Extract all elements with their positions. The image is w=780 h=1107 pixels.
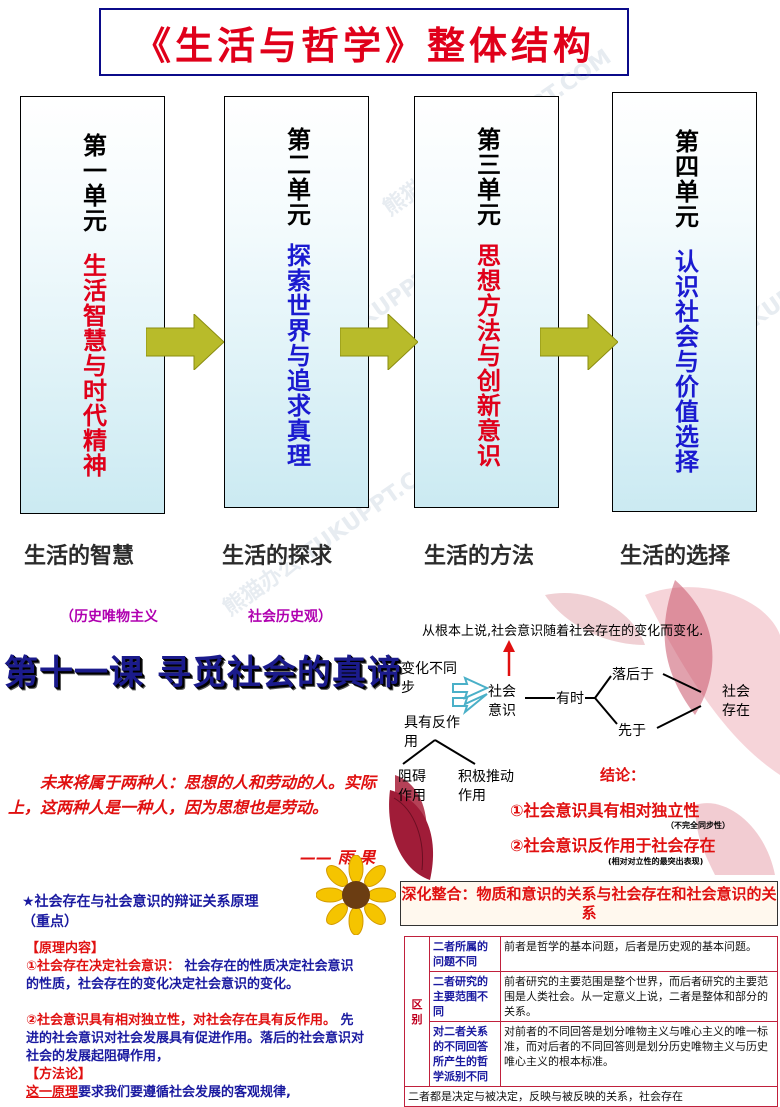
- row-key: 二者研究的主要范围不同: [429, 971, 501, 1022]
- unit-name: 思想方法与创新意识: [472, 243, 501, 468]
- principle-heading: ★社会存在与社会意识的辩证关系原理: [22, 894, 259, 910]
- diagram-hinder: 阻碍作用: [398, 769, 426, 804]
- unit-number: 第一单元: [78, 133, 107, 233]
- diagram-ahead: 先于: [618, 723, 646, 739]
- unit-number: 第二单元: [282, 127, 311, 227]
- right-arrow-icon: [540, 314, 618, 370]
- row-value: 对前者的不同回答是划分唯物主义与唯心主义的唯一标准，而对后者的不同回答则是划分历…: [500, 1021, 778, 1087]
- diagram-top-text: 从根本上说,社会意识随着社会存在的变化而变化.: [422, 624, 704, 639]
- diagram-not-sync: 变化不同步: [401, 661, 457, 696]
- diagram-promote: 积极推动作用: [458, 769, 514, 804]
- comparison-table: 区别 二者所属的问题不同 前者是哲学的基本问题，后者是历史观的基本问题。 二者研…: [404, 936, 778, 1107]
- conclusion-1: ①社会意识具有相对独立性: [510, 801, 700, 820]
- table-row: 区别 二者所属的问题不同 前者是哲学的基本问题，后者是历史观的基本问题。: [404, 936, 778, 1087]
- unit-card-2: 第二单元 探索世界与追求真理: [224, 96, 369, 508]
- principle-method-label: 【方法论】: [26, 1067, 92, 1082]
- principle-method: 这一原理要求我们要遵循社会发展的客观规律,: [26, 1084, 386, 1102]
- row-value: 前者研究的主要范围是整个世界，而后者研究的主要范围是人类社会。从一定意义上说，二…: [500, 971, 778, 1022]
- unit-caption: 生活的智慧: [24, 544, 135, 569]
- right-arrow-icon: [340, 314, 418, 370]
- diagram-existence: 社会存在: [722, 684, 750, 719]
- dark-petal-decoration: [389, 790, 434, 880]
- lesson-title: 第十一课 寻觅社会的真谛: [4, 653, 402, 693]
- conclusion-1-note: （不完全同步性）: [666, 821, 730, 830]
- unit-name: 认识社会与价值选择: [670, 249, 699, 474]
- principle-method-body: 要求我们要遵循社会发展的客观规律,: [78, 1085, 291, 1100]
- table-row: 对二者关系的不同回答所产生的哲学派别不同 对前者的不同回答是划分唯物主义与唯心主…: [405, 1021, 778, 1087]
- unit-caption: 生活的选择: [620, 544, 731, 569]
- principle-point-1-head: ①社会存在决定社会意识：: [26, 959, 181, 974]
- conclusion-label: 结论：: [600, 766, 646, 784]
- principle-point-1-body: 社会存在的性质决定社会意识的性质，社会存在的变化决定社会意识的变化。: [26, 959, 354, 992]
- label-historical-materialism: （历史唯物主义: [60, 609, 158, 625]
- label-social-history-view: 社会历史观）: [248, 609, 332, 625]
- principle-point-1: ①社会存在决定社会意识： 社会存在的性质决定社会意识的性质，社会存在的变化决定社…: [26, 958, 366, 994]
- page-title: 《生活与哲学》整体结构: [99, 8, 629, 76]
- row-key: 二者所属的问题不同: [429, 936, 501, 972]
- row-value: 前者是哲学的基本问题，后者是历史观的基本问题。: [500, 936, 778, 972]
- principle-method-head: 这一原理: [26, 1085, 79, 1100]
- unit-card-1: 第一单元 生活智慧与时代精神: [20, 96, 165, 514]
- sunflower-icon: [316, 855, 396, 935]
- unit-caption: 生活的探求: [222, 544, 333, 569]
- table-row: 二者研究的主要范围不同 前者研究的主要范围是整个世界，而后者研究的主要范围是人类…: [405, 971, 778, 1022]
- principle-key-label: （重点）: [22, 914, 78, 930]
- principle-content-label: 【原理内容】: [26, 941, 105, 956]
- diagram-lines: [402, 640, 702, 765]
- unit-number: 第四单元: [670, 129, 699, 229]
- unit-number: 第三单元: [472, 127, 501, 227]
- row-key: 对二者关系的不同回答所产生的哲学派别不同: [429, 1021, 501, 1087]
- unit-name: 探索世界与追求真理: [282, 243, 311, 468]
- principle-point-2: ②社会意识具有相对独立性，对社会存在具有反作用。 先进的社会意识对社会发展具有促…: [26, 1012, 366, 1066]
- group-label: 区别: [404, 936, 430, 1087]
- quote-text: 未来将属于两种人：思想的人和劳动的人。实际上，这两种人是一种人，因为思想也是劳动…: [8, 773, 377, 817]
- diagram-consciousness: 社会意识: [488, 684, 516, 719]
- principle-point-2-head: ②社会意识具有相对独立性，对社会存在具有反作用。: [26, 1013, 337, 1028]
- deep-integration-title: 深化整合：物质和意识的关系与社会存在和社会意识的关系: [400, 881, 778, 926]
- unit-name: 生活智慧与时代精神: [78, 253, 107, 478]
- right-arrow-icon: [146, 314, 224, 370]
- diagram-sometimes: 有时: [556, 691, 584, 707]
- unit-caption: 生活的方法: [424, 544, 535, 569]
- table-row: 二者都是决定与被决定，反映与被反映的关系，社会存在: [404, 1086, 778, 1107]
- diagram-lag: 落后于: [612, 667, 654, 683]
- diagram-counter-effect: 具有反作用: [404, 715, 460, 750]
- principle-point-2-body: 先进的社会意识对社会发展具有促进作用。落后的社会意识对社会的发展起阻碍作用，: [26, 1013, 365, 1064]
- unit-card-3: 第三单元 思想方法与创新意识: [414, 96, 559, 508]
- conclusion-2: ②社会意识反作用于社会存在: [510, 836, 716, 855]
- conclusion-2-note: (相对对立性的最突出表现): [608, 857, 704, 866]
- row-value-partial: 二者都是决定与被决定，反映与被反映的关系，社会存在: [404, 1086, 778, 1107]
- unit-card-4: 第四单元 认识社会与价值选择: [612, 92, 757, 512]
